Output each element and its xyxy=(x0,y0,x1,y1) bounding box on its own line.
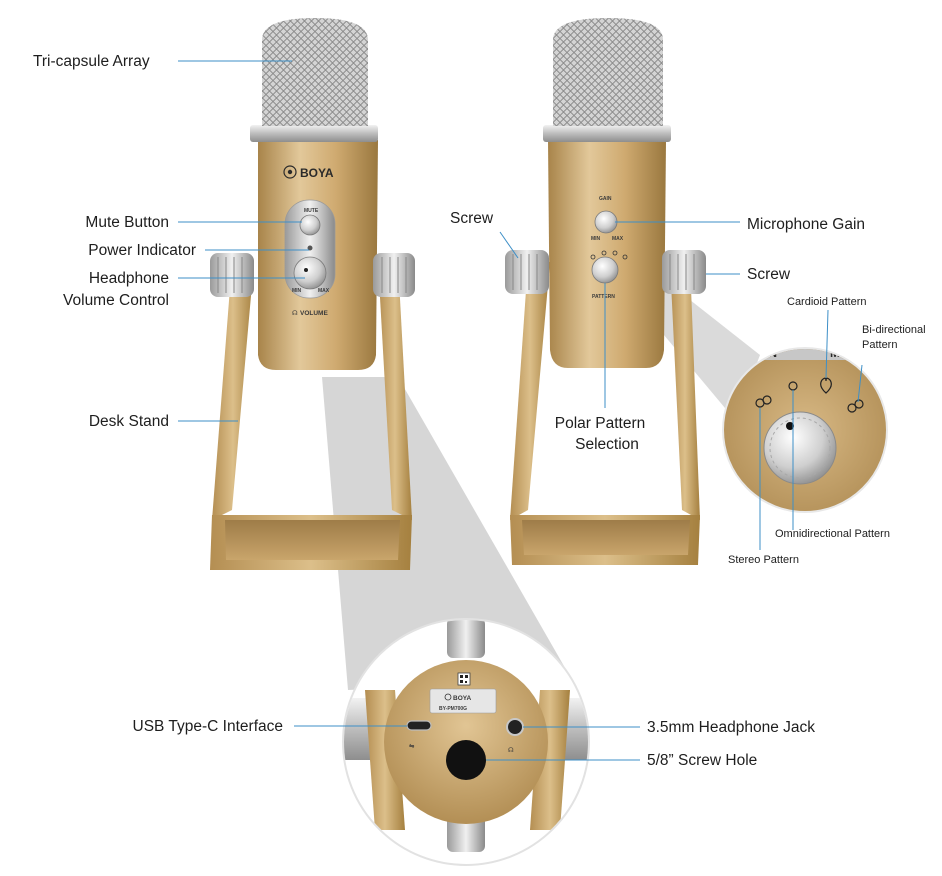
mute-label: MUTE xyxy=(304,208,319,214)
front-min-label: MIN xyxy=(292,288,302,294)
label-bidirectional-1: Bi-directional xyxy=(862,324,926,336)
pattern-knob-zoomed xyxy=(763,411,837,485)
headphone-jack-icon: ☊ xyxy=(508,747,514,754)
label-mute-button: Mute Button xyxy=(85,214,169,231)
back-min-label: MIN xyxy=(591,236,601,242)
pattern-label: PATTERN xyxy=(592,294,615,300)
front-microphone: BOYA MUTE MIN MAX ☊ VOLUME xyxy=(210,18,415,570)
back-left-screw xyxy=(505,250,549,294)
usb-c-port xyxy=(406,720,432,731)
front-left-screw xyxy=(210,253,254,297)
bottom-brand-text: BOYA xyxy=(453,695,471,702)
label-headphone-volume-1: Headphone xyxy=(89,270,169,287)
gain-knob[interactable] xyxy=(594,210,618,234)
back-microphone: GAIN MIN MAX PATTERN xyxy=(505,18,706,565)
front-max-label: MAX xyxy=(318,288,330,294)
bottom-view-zoom: BOYA BY-PM700G ⇋ ☊ xyxy=(342,618,590,866)
label-polar-pattern-2: Selection xyxy=(575,436,639,453)
screw-hole xyxy=(446,740,486,780)
headphone-volume-knob[interactable] xyxy=(293,256,327,290)
label-cardioid: Cardioid Pattern xyxy=(787,296,867,308)
label-headphone-jack: 3.5mm Headphone Jack xyxy=(647,719,815,736)
label-screw-left: Screw xyxy=(450,210,494,227)
label-polar-pattern-1: Polar Pattern xyxy=(555,415,645,432)
usb-icon: ⇋ xyxy=(409,743,415,750)
headphone-jack xyxy=(506,718,524,736)
callout-labels: Tri-capsule Array Mute Button Power Indi… xyxy=(33,53,926,769)
leader-lines xyxy=(178,60,863,761)
label-desk-stand: Desk Stand xyxy=(89,413,169,430)
front-right-screw xyxy=(373,253,415,297)
label-usb-c: USB Type-C Interface xyxy=(133,718,283,735)
bidirectional-pattern-icon xyxy=(847,403,857,413)
gain-label: GAIN xyxy=(599,196,612,202)
label-bidirectional-2: Pattern xyxy=(862,339,897,351)
label-omnidirectional: Omnidirectional Pattern xyxy=(775,528,890,540)
brand-text: BOYA xyxy=(300,166,334,180)
label-headphone-volume-2: Volume Control xyxy=(63,292,169,309)
headphone-icon: ☊ xyxy=(292,310,298,317)
boya-logo-front: BOYA xyxy=(283,165,334,180)
label-power-indicator: Power Indicator xyxy=(88,242,196,259)
label-screw-hole: 5/8” Screw Hole xyxy=(647,752,757,769)
cardioid-pattern-icon xyxy=(820,377,832,394)
label-tri-capsule: Tri-capsule Array xyxy=(33,53,150,70)
label-stereo: Stereo Pattern xyxy=(728,554,799,566)
power-indicator xyxy=(307,245,313,251)
volume-label: VOLUME xyxy=(300,310,328,317)
polar-pattern-zoom: MIN MA xyxy=(722,347,888,513)
label-screw-right: Screw xyxy=(747,266,791,283)
polar-pattern-knob[interactable] xyxy=(591,256,619,284)
model-text: BY-PM700G xyxy=(439,706,467,712)
zoom-cone-bottom xyxy=(322,377,572,690)
label-microphone-gain: Microphone Gain xyxy=(747,216,865,233)
back-right-screw xyxy=(662,250,706,294)
back-max-label: MAX xyxy=(612,236,624,242)
mute-button[interactable] xyxy=(299,214,321,236)
